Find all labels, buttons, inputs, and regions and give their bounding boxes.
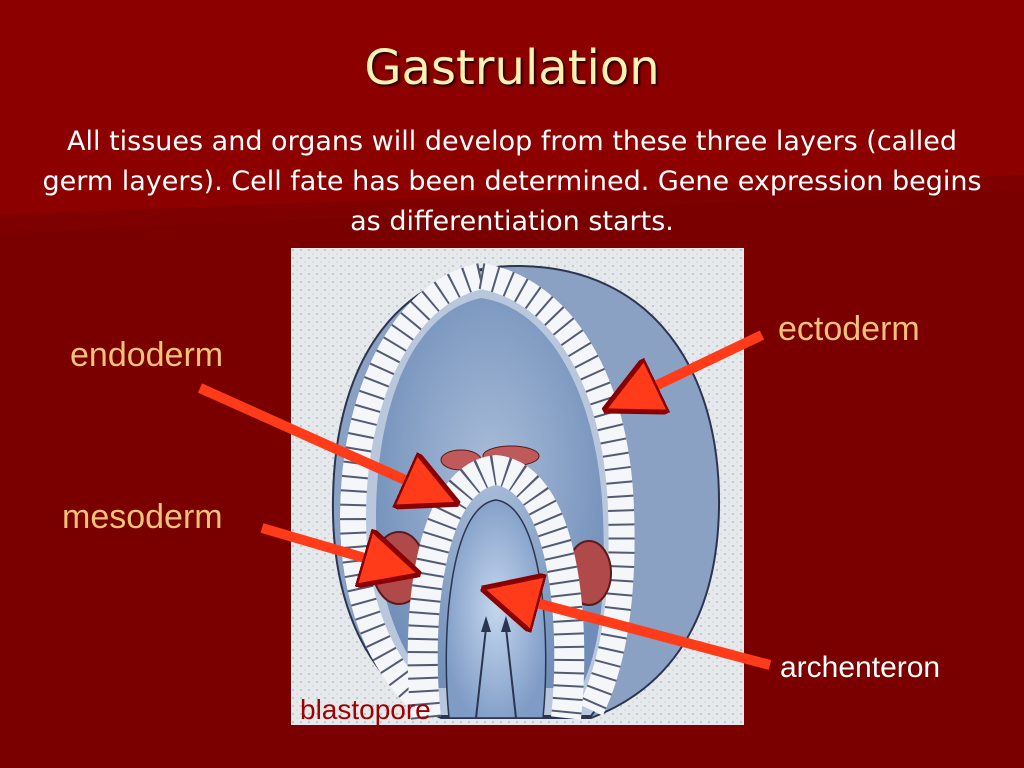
label-ectoderm: ectoderm <box>778 310 920 348</box>
label-blastopore: blastopore <box>300 694 431 725</box>
slide-subtitle: All tissues and organs will develop from… <box>42 126 982 237</box>
gastrula-diagram <box>291 248 744 725</box>
label-archenteron: archenteron <box>780 651 941 684</box>
slide-title: Gastrulation <box>364 40 660 96</box>
label-endoderm: endoderm <box>70 336 224 374</box>
label-mesoderm: mesoderm <box>62 498 223 536</box>
